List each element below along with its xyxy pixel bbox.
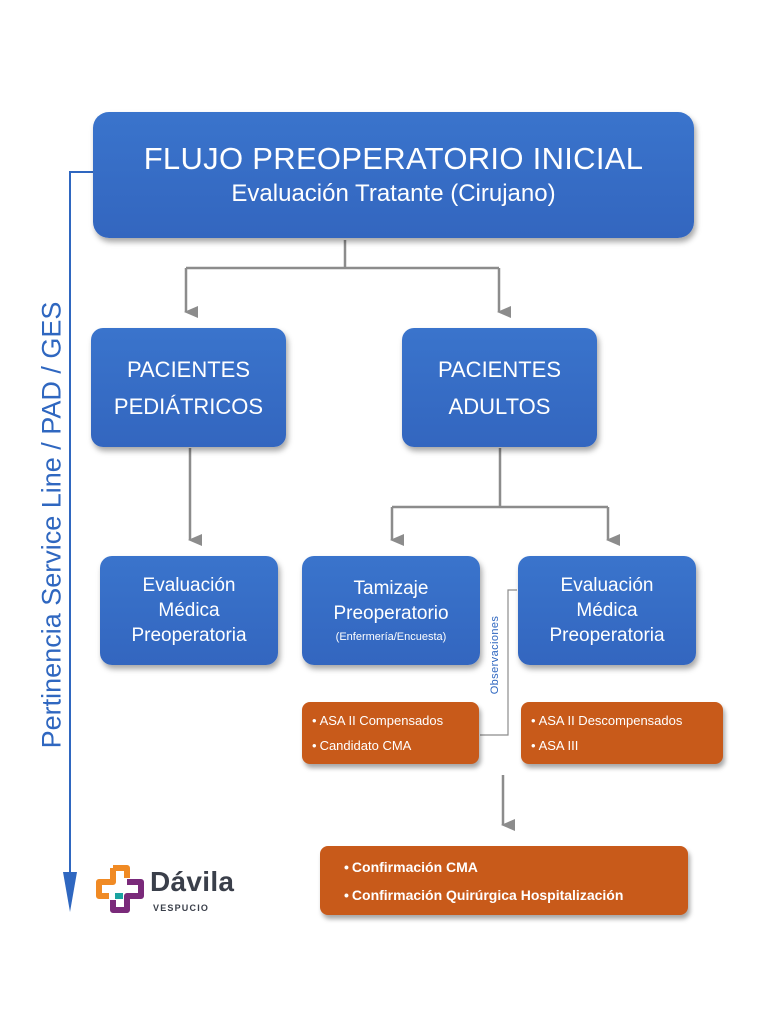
screening-line1: Tamizaje [353, 577, 429, 599]
pediatric-patients-box: PACIENTES PEDIÁTRICOS [91, 328, 286, 447]
adult-patients-box: PACIENTES ADULTOS [402, 328, 597, 447]
list-item: ASA II Descompensados [531, 708, 713, 733]
page-subtitle: Evaluación Tratante (Cirujano) [231, 180, 556, 207]
confirmation-box: Confirmación CMA Confirmación Quirúrgica… [320, 846, 688, 915]
page-title: FLUJO PREOPERATORIO INICIAL [143, 141, 644, 176]
side-axis [63, 171, 93, 912]
davila-logo: Dávila VESPUCIO [95, 860, 255, 920]
pediatric-line1: PACIENTES [126, 356, 251, 382]
adult-line1: PACIENTES [437, 356, 562, 382]
side-axis-arrowhead [63, 872, 77, 912]
list-item: Candidato CMA [312, 733, 469, 758]
screening-line2: Preoperatorio [333, 602, 449, 624]
observations-label: Observaciones [489, 615, 501, 695]
pediatric-eval-line3: Preoperatoria [131, 625, 247, 646]
list-item: ASA II Compensados [312, 708, 469, 733]
list-item: Confirmación CMA [330, 853, 678, 881]
pediatric-eval-line2: Médica [158, 600, 220, 621]
adult-eval-box: Evaluación Médica Preoperatoria [518, 556, 696, 665]
pediatric-eval-box: Evaluación Médica Preoperatoria [100, 556, 278, 665]
pediatric-eval-line1: Evaluación [142, 575, 236, 596]
list-item: ASA III [531, 733, 713, 758]
adult-eval-line2: Médica [576, 600, 638, 621]
adult-line2: ADULTOS [448, 393, 551, 419]
compensated-box: ASA II Compensados Candidato CMA [302, 702, 479, 764]
decompensated-box: ASA II Descompensados ASA III [521, 702, 723, 764]
logo-name: Dávila [150, 866, 235, 897]
adult-eval-line3: Preoperatoria [549, 625, 665, 646]
header-box: FLUJO PREOPERATORIO INICIAL Evaluación T… [93, 112, 694, 238]
adult-eval-line1: Evaluación [560, 575, 654, 596]
list-item: Confirmación Quirúrgica Hospitalización [330, 881, 678, 909]
side-axis-label: Pertinencia Service Line / PAD / GES [36, 301, 67, 749]
observations-bracket [480, 589, 517, 736]
pediatric-line2: PEDIÁTRICOS [113, 393, 264, 419]
screening-note: (Enfermería/Encuesta) [335, 630, 447, 643]
logo-cross-icon [96, 865, 144, 913]
logo-subtitle: VESPUCIO [153, 903, 210, 913]
screening-box: Tamizaje Preoperatorio (Enfermería/Encue… [302, 556, 480, 665]
